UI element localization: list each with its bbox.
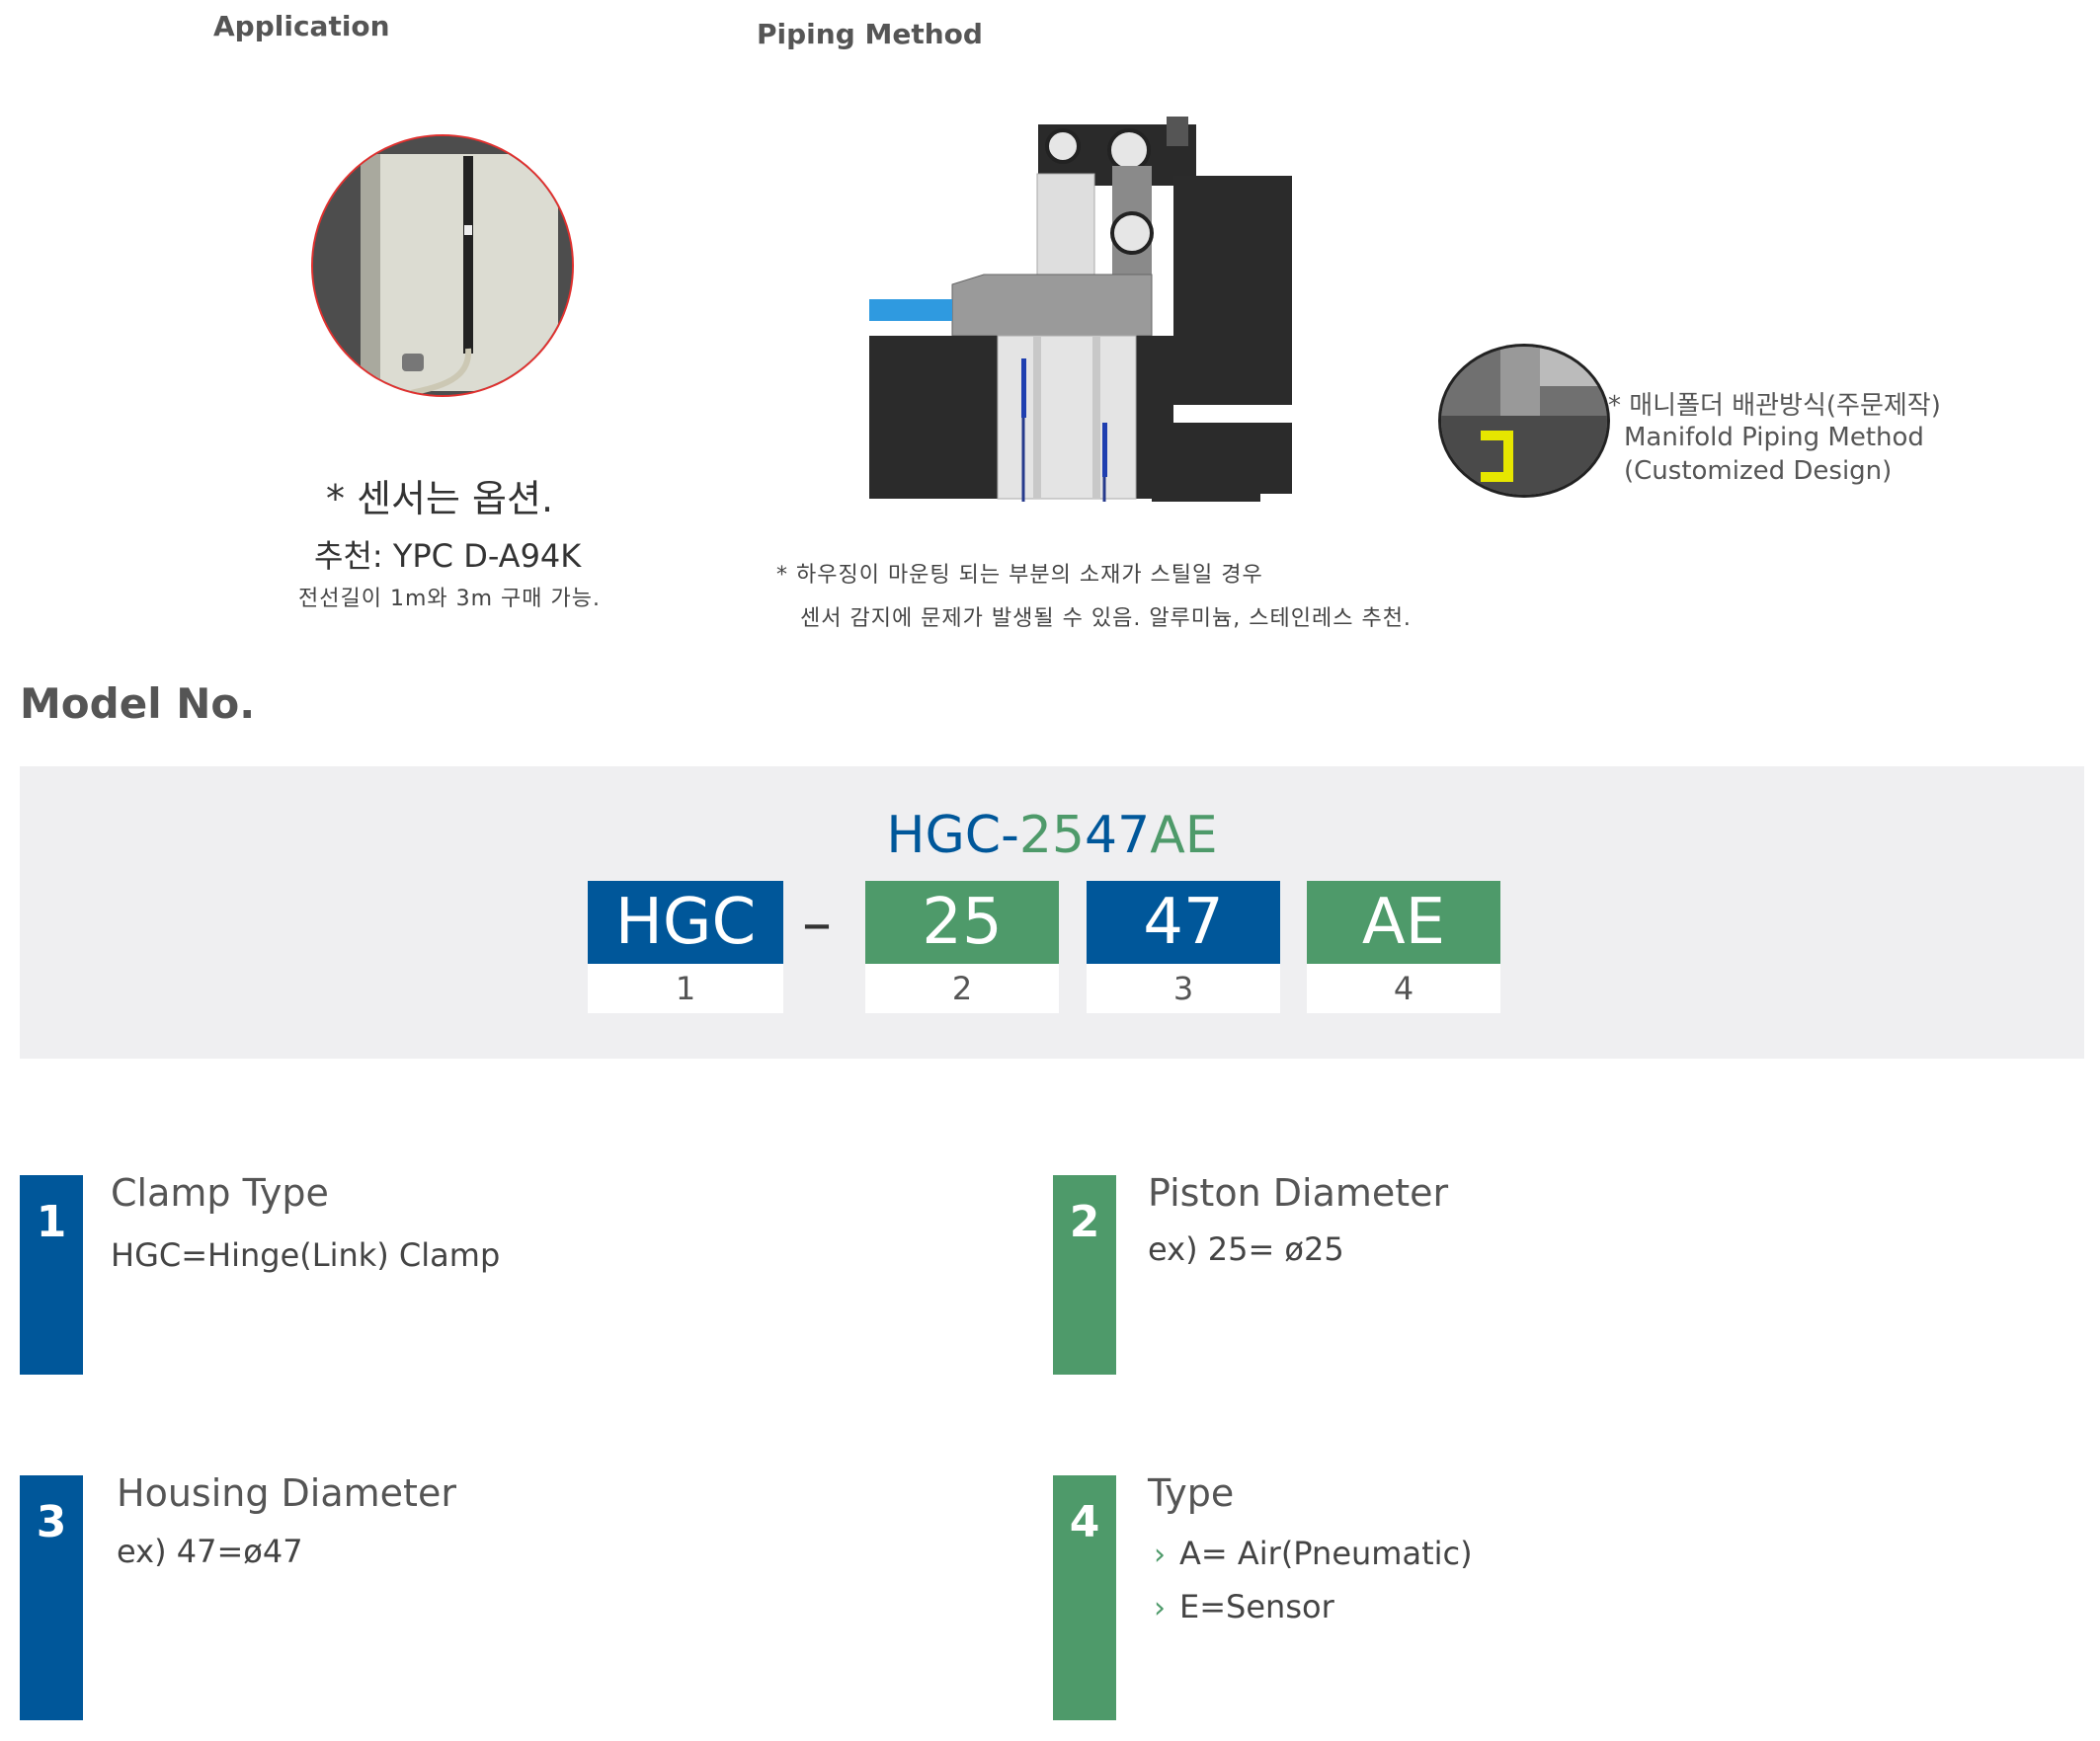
- item-4-bullet-2: › E=Sensor: [1154, 1588, 1334, 1625]
- code-box-2-label: 25: [865, 881, 1059, 964]
- piping-diagram: [865, 107, 1300, 543]
- sensor-recommend-note: 추천: YPC D-A94K: [314, 537, 582, 575]
- wire-length-note: 전선길이 1m와 3m 구매 가능.: [298, 587, 601, 611]
- chevron-right-icon: ›: [1154, 1538, 1166, 1572]
- manifold-customized-note: (Customized Design): [1624, 456, 1893, 486]
- item-4-title: Type: [1148, 1471, 1235, 1515]
- code-box-2: 25 2: [865, 881, 1059, 1013]
- item-3-title: Housing Diameter: [117, 1471, 456, 1515]
- code-part-prefix: HGC-: [886, 806, 1019, 865]
- sensor-option-note: * 센서는 옵션.: [326, 477, 554, 520]
- clamp-cross-section: [869, 117, 1292, 543]
- full-model-code: HGC-2547AE: [20, 806, 2084, 865]
- item-4-bullet-1-text: A= Air(Pneumatic): [1179, 1535, 1473, 1572]
- manifold-detail-image: [1441, 347, 1607, 495]
- manifold-detail: [1438, 344, 1610, 498]
- item-1-desc: HGC=Hinge(Link) Clamp: [111, 1236, 501, 1274]
- piping-method-title: Piping Method: [757, 18, 983, 50]
- steel-warning-line1: * 하우징이 마운팅 되는 부분의 소재가 스틸일 경우: [776, 563, 1263, 588]
- code-box-1-label: HGC: [588, 881, 783, 964]
- model-heading: Model No.: [20, 679, 256, 728]
- code-dash: –: [802, 889, 832, 958]
- manifold-kr-note: * 매니폴더 배관방식(주문제작): [1608, 391, 1941, 421]
- code-box-1-number: 1: [588, 964, 783, 1013]
- code-box-1: HGC 1: [588, 881, 783, 1013]
- code-part-piston: 25: [1018, 806, 1086, 865]
- sensor-photo: [311, 134, 574, 397]
- item-2-title: Piston Diameter: [1148, 1171, 1449, 1215]
- item-1-title: Clamp Type: [111, 1171, 329, 1215]
- item-1-number: 1: [20, 1175, 83, 1375]
- steel-warning-line2: 센서 감지에 문제가 발생될 수 있음. 알루미늄, 스테인레스 추천.: [800, 606, 1412, 631]
- code-part-housing: 47: [1085, 806, 1151, 865]
- chevron-right-icon: ›: [1154, 1591, 1166, 1625]
- code-box-3-label: 47: [1087, 881, 1280, 964]
- code-box-4-label: AE: [1307, 881, 1500, 964]
- code-box-4-number: 4: [1307, 964, 1500, 1013]
- item-3-number: 3: [20, 1475, 83, 1720]
- sensor-photo-image: [313, 136, 572, 395]
- application-title: Application: [213, 10, 390, 42]
- manifold-en-note: Manifold Piping Method: [1624, 423, 1924, 452]
- item-3-desc: ex) 47=ø47: [117, 1533, 303, 1570]
- item-4-bullet-1: › A= Air(Pneumatic): [1154, 1535, 1473, 1572]
- item-4-number: 4: [1053, 1475, 1116, 1720]
- item-2-number: 2: [1053, 1175, 1116, 1375]
- item-4-bullet-2-text: E=Sensor: [1179, 1588, 1334, 1625]
- code-part-type: AE: [1150, 806, 1218, 865]
- code-box-2-number: 2: [865, 964, 1059, 1013]
- code-box-3: 47 3: [1087, 881, 1280, 1013]
- code-box-4: AE 4: [1307, 881, 1500, 1013]
- item-2-desc: ex) 25= ø25: [1148, 1230, 1344, 1268]
- code-box-3-number: 3: [1087, 964, 1280, 1013]
